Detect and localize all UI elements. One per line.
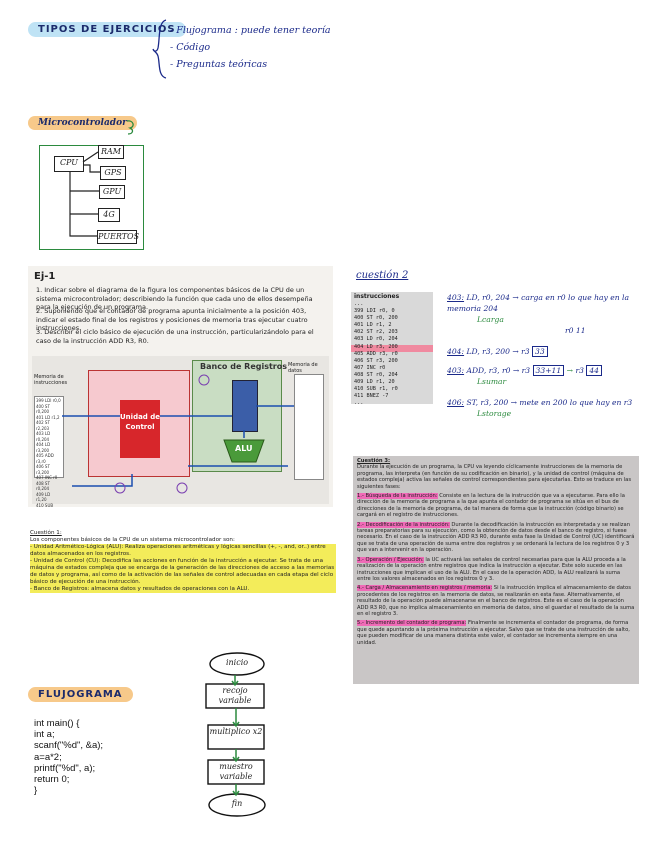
cuestion3-panel: Cuestión 3: Durante la ejecución de un p… [353, 456, 639, 684]
bank-title: Banco de Registros [200, 362, 287, 371]
code-line: 404 LD r3, 200 [354, 343, 398, 350]
flow-start: inicio [225, 658, 249, 667]
data-memory [294, 374, 324, 480]
gpu-box: GPU [99, 185, 125, 199]
alu-icon [223, 439, 265, 463]
code-line: int main() { [34, 718, 80, 729]
code-line: 403 LD r0, 204 [354, 336, 398, 343]
tipos-item: - Código [170, 42, 211, 53]
hook-icon [126, 120, 134, 135]
note-406: 406: ST, r3, 200 → mete en 200 lo que ha… [447, 398, 633, 407]
diagram-arrows [62, 374, 294, 494]
cuestion2-title: cuestión 2 [356, 270, 409, 281]
code-line: 399 LDI r0, 0 [354, 308, 395, 315]
ej1-q2: 2. Suponiendo que el contador de program… [36, 307, 308, 332]
note-405: 403: ADD, r3, r0 → r3 33+11 → r3 44 [447, 365, 639, 376]
cuestion3-title: Cuestión 3: [357, 458, 391, 464]
cuestion1-item: - Unidad de Control (CU): Decodifica las… [30, 558, 336, 586]
note-403: 403: LD, r0, 204 → carga en r0 lo que ha… [447, 293, 629, 313]
cuestion3-intro: Durante la ejecución de un programa, la … [357, 464, 632, 490]
ram-box: RAM [98, 145, 124, 159]
cuestion2-notes: 403: LD, r0, 204 → carga en r0 lo que ha… [447, 292, 639, 419]
micro-title: Microcontrolador [28, 116, 137, 130]
control-unit: Unidad de Control [120, 400, 160, 458]
cuestion1-text: Cuestión 1: Los componentes básicos de l… [30, 530, 336, 593]
cuestion1-item: - Unidad Aritmético-Lógica (ALU): Realiz… [30, 544, 336, 558]
code-line: ... [354, 301, 364, 307]
mem-label: Memoria de instrucciones [34, 374, 68, 386]
ej1-panel: Ej-1 1. Indicar sobre el diagrama de la … [28, 266, 333, 507]
flujo-title: FLUJOGRAMA [28, 687, 133, 702]
code-line: printf("%d", a); [34, 762, 96, 774]
cuestion1-item: - Banco de Registros: almacena datos y r… [30, 586, 336, 593]
note-404: 404: LD, r3, 200 → r3 33 [447, 346, 639, 357]
code-line: 410 SUB r1, r0 [354, 386, 398, 393]
cpu-box: CPU [54, 156, 84, 172]
alu-label: ALU [235, 444, 253, 453]
4g-box: 4G [98, 208, 120, 222]
note-value: r0 11 [565, 326, 586, 335]
code-line: 409 LD r1, 20 [354, 379, 395, 386]
code-line: ... [354, 400, 364, 404]
note-tag: Lcarga [477, 315, 504, 324]
flow-input: recojo variable [218, 686, 252, 705]
micro-frame [39, 145, 144, 250]
cuestion1-title: Cuestión 1: [30, 530, 62, 536]
code-lines: ... 399 LDI r0, 0 400 ST r0, 200 401 LD … [354, 301, 398, 404]
code-line: 405 ADD r3, r0 [354, 350, 398, 357]
tipos-item: - Preguntas teóricas [170, 59, 268, 70]
code-line: 401 LD r1, 2 [354, 322, 392, 329]
code-header: instrucciones [354, 293, 400, 300]
code-line: 406 ST r3, 200 [354, 357, 398, 364]
current-line-highlight [351, 345, 433, 352]
code-line: 402 ST r2, 203 [354, 329, 398, 336]
code-line: int a; [34, 729, 55, 741]
data-label: Memoria de datos [288, 362, 318, 374]
ej1-title: Ej-1 [34, 271, 56, 282]
cuestion3-text: Cuestión 3: Durante la ejecución de un p… [357, 458, 635, 646]
ej1-q1: 1. Indicar sobre el diagrama de la figur… [36, 286, 313, 311]
ej1-q3: 3. Describir el ciclo básico de ejecució… [36, 328, 314, 345]
code-line: 408 ST r0, 204 [354, 371, 398, 378]
code-line: 407 INC r0 [354, 364, 386, 371]
gps-box: GPS [100, 166, 126, 180]
tipos-title: TIPOS DE EJERCICIOS [28, 22, 186, 37]
code-line: 411 BNEZ -7 [354, 393, 389, 400]
flow-output: muestro variable [219, 762, 253, 781]
flow-process: multiplico x2 [209, 727, 263, 736]
puertos-box: PUERTOS [97, 230, 139, 244]
tipos-list: - Flujograma : puede tener teoría - Códi… [170, 22, 331, 73]
cuestion1-intro: Los componentes básicos de la CPU de un … [30, 537, 235, 543]
code-line: return 0; [34, 774, 70, 786]
note-tag: Lstorage [477, 409, 512, 418]
brace-icon [152, 19, 167, 79]
code-line: 400 ST r0, 200 [354, 315, 398, 322]
note-tag: Lsumar [477, 377, 507, 386]
flow-end: fin [231, 799, 243, 808]
tipos-item: - Flujograma : puede tener teoría [170, 25, 331, 36]
code-line: scanf("%d", &a); [34, 740, 104, 752]
code-line: } [34, 785, 38, 797]
code-line: a=a*2; [34, 751, 62, 763]
code-listing: instrucciones ... 399 LDI r0, 0 400 ST r… [351, 292, 433, 404]
flujo-code: int main() { int a; scanf("%d", &a); a=a… [34, 718, 103, 796]
